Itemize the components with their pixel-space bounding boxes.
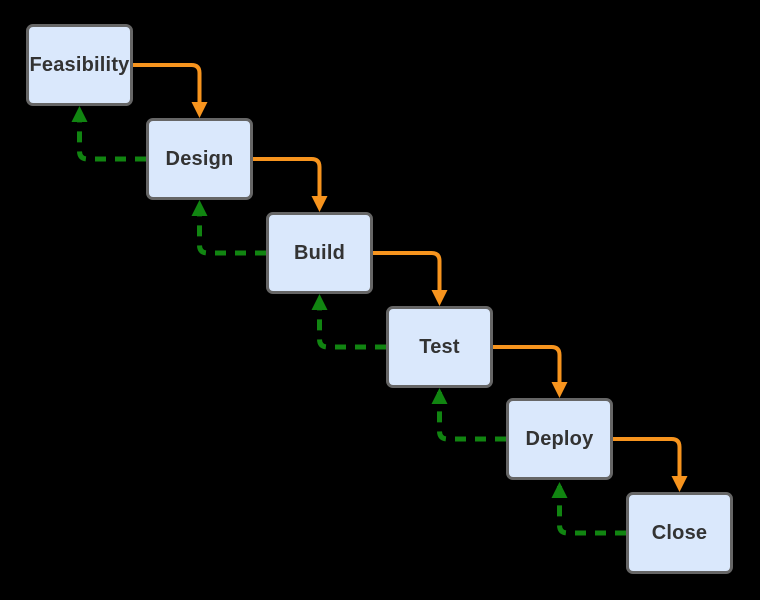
backward-arrow-close-deploy bbox=[551, 481, 626, 536]
forward-arrow-build-test bbox=[373, 251, 448, 306]
node-build: Build bbox=[266, 212, 373, 294]
node-test-label: Test bbox=[419, 335, 460, 358]
forward-arrow-deploy-close bbox=[613, 437, 688, 492]
node-deploy: Deploy bbox=[506, 398, 613, 480]
node-deploy-label: Deploy bbox=[525, 427, 594, 450]
forward-arrow-design-build bbox=[253, 157, 328, 212]
forward-arrow-test-deploy bbox=[493, 345, 568, 398]
forward-arrow-feasibility-design bbox=[133, 63, 208, 118]
node-design: Design bbox=[146, 118, 253, 200]
node-design-label: Design bbox=[165, 147, 234, 170]
node-feasibility-label: Feasibility bbox=[29, 53, 130, 76]
node-test: Test bbox=[386, 306, 493, 388]
node-feasibility: Feasibility bbox=[26, 24, 133, 106]
node-close-label: Close bbox=[651, 521, 708, 544]
backward-arrow-design-feasibility bbox=[71, 105, 146, 162]
node-build-label: Build bbox=[294, 241, 345, 264]
backward-arrow-test-build bbox=[311, 293, 386, 350]
backward-arrow-deploy-test bbox=[431, 387, 506, 442]
backward-arrow-build-design bbox=[191, 199, 266, 256]
node-close: Close bbox=[626, 492, 733, 574]
